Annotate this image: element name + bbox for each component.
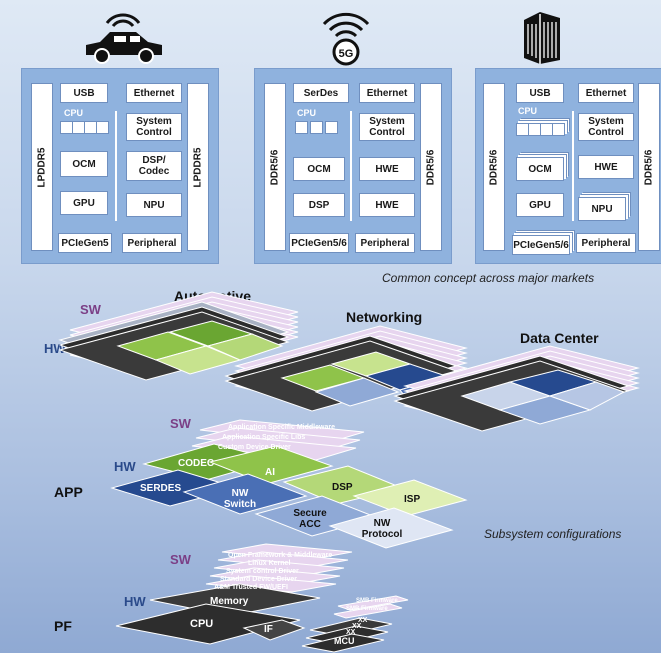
block-peripheral: Peripheral xyxy=(122,233,182,253)
block-usb: USB xyxy=(516,83,564,103)
memory-right: DDR5/6 xyxy=(638,83,660,251)
5g-label: 5G xyxy=(339,48,354,60)
app-label-hw: HW xyxy=(114,459,136,474)
pf-mcu-label: MCU xyxy=(334,636,355,646)
block-serdes: SerDes xyxy=(293,83,349,103)
block-pcie: PCIeGen5/6 xyxy=(289,233,349,253)
block-ocm: OCM xyxy=(60,151,108,177)
5g-wireless-icon: 5G xyxy=(322,12,370,66)
pf-label-hw: HW xyxy=(124,594,146,609)
tile-ai-label: AI xyxy=(265,467,275,478)
cpu-core xyxy=(310,121,323,134)
block-ocm: OCM xyxy=(293,157,345,181)
tile-secure-acc-label: Secure ACC xyxy=(293,508,327,530)
memory-left: DDR5/6 xyxy=(483,83,505,251)
tile-isp-label: ISP xyxy=(404,494,421,505)
cpu-label: CPU xyxy=(64,108,84,118)
cpu-label: CPU xyxy=(297,108,317,118)
block-system-control: System Control xyxy=(126,113,182,141)
pf-sw-layer-3: System control Driver xyxy=(226,568,299,575)
block-ocm: OCM xyxy=(516,157,564,181)
pf-sw-layer-5: A&M Trusted FW/UEFI xyxy=(214,584,288,591)
block-npu: NPU xyxy=(126,193,182,217)
block-hwe: HWE xyxy=(359,157,415,181)
block-dsp: DSP xyxy=(293,193,345,217)
stack-networking xyxy=(224,325,468,412)
block-ethernet: Ethernet xyxy=(578,83,634,103)
board-datacenter: DDR5/6 DDR5/6 USB Ethernet CPU System Co… xyxy=(475,68,661,264)
block-system-control: System Control xyxy=(578,113,634,141)
block-peripheral: Peripheral xyxy=(576,233,636,253)
pf-mcu-layer-2: SMB Firmware xyxy=(346,606,388,612)
cpu-label: CPU xyxy=(518,106,538,116)
memory-left: DDR5/6 xyxy=(264,83,286,251)
system-bus xyxy=(115,111,117,221)
memory-right-label: LPDDR5 xyxy=(192,146,204,188)
memory-left: LPDDR5 xyxy=(31,83,53,251)
title-networking: Networking xyxy=(346,309,423,325)
memory-left-label: DDR5/6 xyxy=(269,149,281,185)
block-dsp-codec: DSP/ Codec xyxy=(126,151,182,181)
tile-codec-label: CODEC xyxy=(178,458,215,469)
pf-xx-2: XX xyxy=(352,623,362,630)
memory-right-label: DDR5/6 xyxy=(643,149,655,185)
block-hwe: HWE xyxy=(359,193,415,217)
app-label: APP xyxy=(54,484,83,500)
pf-if-layer xyxy=(242,619,306,641)
block-gpu: GPU xyxy=(60,191,108,215)
system-bus xyxy=(572,111,574,221)
title-automotive: Automotive xyxy=(174,288,251,304)
app-sw-layer-2: Application Specific Libs xyxy=(222,434,306,441)
block-npu: NPU xyxy=(578,197,626,221)
app-label-sw: SW xyxy=(170,416,191,431)
tile-nw-switch-label: NW Switch xyxy=(223,488,257,510)
memory-left-label: DDR5/6 xyxy=(488,149,500,185)
tile-dsp-label: DSP xyxy=(332,482,353,493)
memory-right: LPDDR5 xyxy=(187,83,209,251)
block-peripheral: Peripheral xyxy=(355,233,415,253)
cpu-core xyxy=(552,123,565,136)
tile-ai xyxy=(208,445,334,485)
block-system-control: System Control xyxy=(359,113,415,141)
cpu-core xyxy=(295,121,308,134)
pf-sw-layer-4: Standard Device Driver xyxy=(220,576,298,583)
board-networking: DDR5/6 DDR5/6 SerDes Ethernet CPU System… xyxy=(254,68,452,264)
label-hw: HW xyxy=(44,341,66,356)
block-hwe: HWE xyxy=(578,155,634,179)
system-bus xyxy=(350,111,352,221)
block-ethernet: Ethernet xyxy=(359,83,415,103)
tile-serdes-label: SERDES xyxy=(140,483,182,494)
server-rack-icon xyxy=(524,12,560,64)
cpu-core xyxy=(325,121,338,134)
connected-car-icon xyxy=(86,13,162,64)
block-pcie: PCIeGen5/6 xyxy=(512,235,570,255)
board-automotive: LPDDR5 LPDDR5 USB Ethernet CPU System Co… xyxy=(21,68,219,264)
pf-xx-1: XX xyxy=(358,617,368,624)
label-sw: SW xyxy=(80,302,101,317)
cpu-core xyxy=(96,121,109,134)
pf-mcu-layer-1: SMB Firmware xyxy=(356,598,398,604)
pf-if-label: IF xyxy=(264,624,273,635)
caption-subsystem: Subsystem configurations xyxy=(484,527,622,541)
pf-label-sw: SW xyxy=(170,552,191,567)
block-ethernet: Ethernet xyxy=(126,83,182,103)
app-sw-layer-1: Application Specific Middleware xyxy=(228,424,335,431)
memory-right-label: DDR5/6 xyxy=(425,149,437,185)
app-sw-layer-3: Custom Device Driver xyxy=(218,444,291,451)
memory-left-label: LPDDR5 xyxy=(36,146,48,188)
block-pcie: PCIeGen5 xyxy=(58,233,112,253)
pf-memory-label: Memory xyxy=(210,596,249,607)
tile-nw-protocol-label: NW Protocol xyxy=(361,518,403,540)
pf-cpu-label: CPU xyxy=(190,618,214,630)
pf-sw-layer-2: Linux Kernel xyxy=(248,560,291,567)
caption-markets: Common concept across major markets xyxy=(382,271,595,285)
pf-xx-3: XX xyxy=(346,629,356,636)
title-datacenter: Data Center xyxy=(520,330,599,346)
pf-label: PF xyxy=(54,618,72,634)
block-gpu: GPU xyxy=(516,193,564,217)
memory-right: DDR5/6 xyxy=(420,83,442,251)
block-usb: USB xyxy=(60,83,108,103)
pf-sw-layer-1: Open Framework & Middleware xyxy=(228,552,333,559)
stack-datacenter xyxy=(393,345,640,432)
